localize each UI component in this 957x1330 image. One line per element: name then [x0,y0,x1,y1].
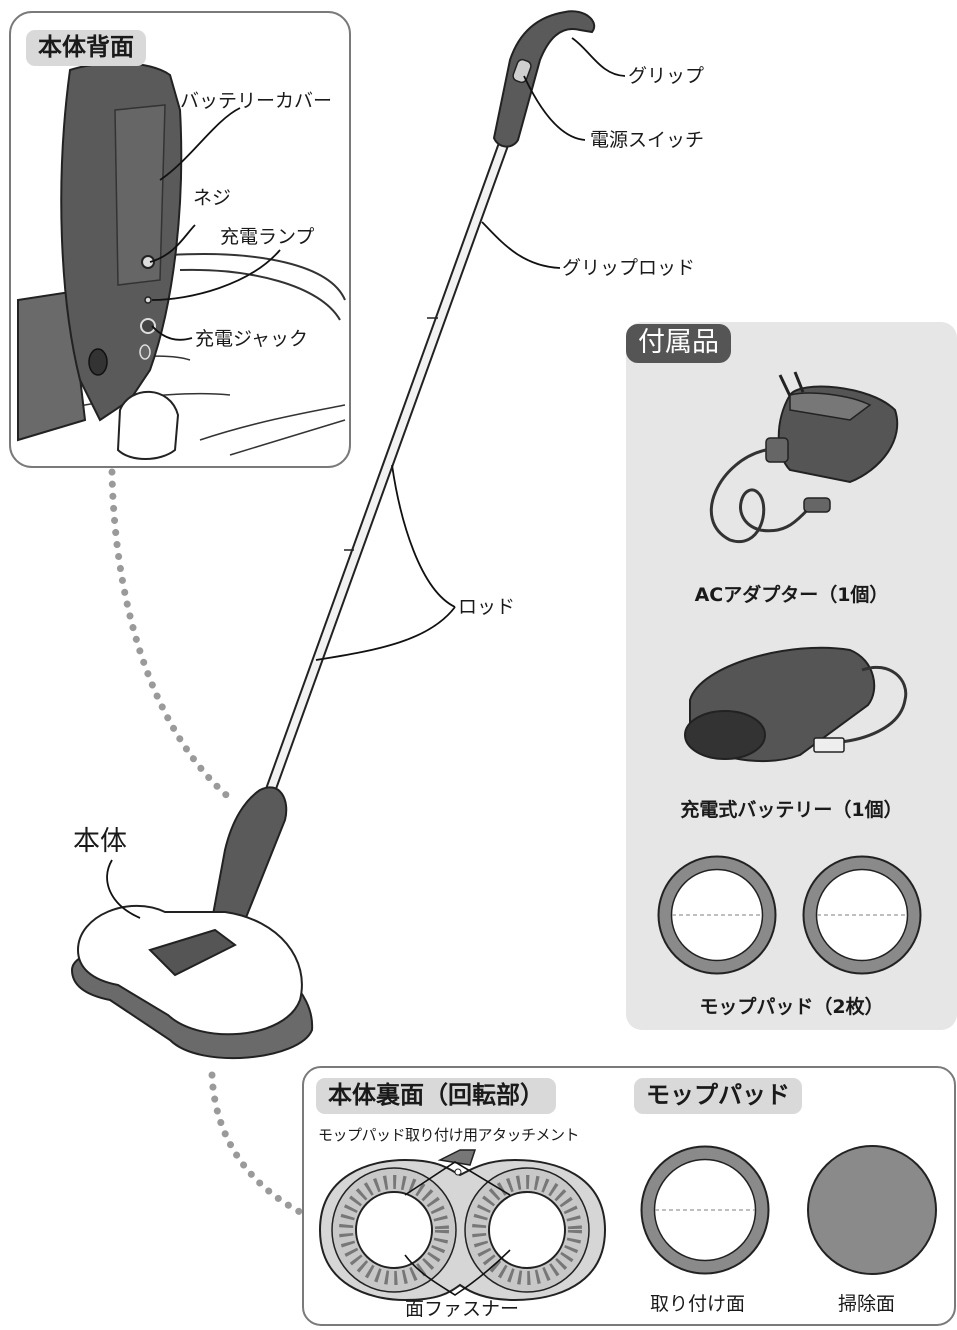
underside-drawing [318,1149,607,1302]
mop-pad-title: モップパッド [634,1078,802,1115]
label-battery-cover: バッテリーカバー [180,90,333,112]
label-charge-lamp: 充電ランプ [220,226,315,248]
label-charge-jack: 充電ジャック [195,328,309,350]
ac-adapter-drawing [709,371,899,544]
label-body: 本体 [73,826,127,857]
label-ac-adapter: ACアダプター（1個） [694,584,889,606]
label-attachment: モップパッド取り付け用アタッチメント [318,1126,580,1144]
label-clean-side: 掃除面 [838,1293,896,1315]
underside-title: 本体裏面（回転部） [316,1078,556,1115]
dotted-connector-rear [108,468,236,804]
dotted-connector-bottom [208,1071,304,1216]
battery-drawing [684,646,908,763]
label-screw: ネジ [193,187,232,209]
label-power-switch: 電源スイッチ [590,129,705,151]
label-fastener: 面ファスナー [405,1298,520,1320]
rear-inset-title: 本体背面 [26,30,146,67]
label-battery: 充電式バッテリー（1個） [680,799,903,821]
rear-inset-drawing [17,62,346,460]
label-rod: ロッド [458,596,516,618]
accessories-title: 付属品 [626,324,731,364]
mop-pad-sides-drawing [640,1145,937,1275]
label-grip: グリップ [628,65,705,87]
label-grip-rod: グリップロッド [562,257,696,279]
label-attach-side: 取り付け面 [650,1293,746,1315]
mop-pads-accessory-drawing [657,855,922,975]
mop-product-drawing [70,10,626,1060]
label-mop-pads: モップパッド（2枚） [699,996,884,1018]
